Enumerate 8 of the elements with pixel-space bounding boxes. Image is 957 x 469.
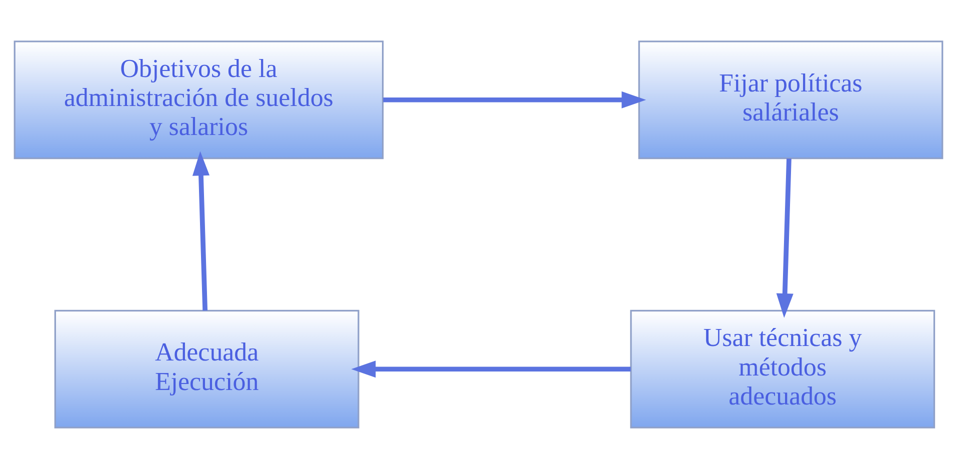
node-box: Objetivos de la administración de sueldos y salarios bbox=[14, 40, 384, 160]
arrow bbox=[776, 158, 794, 318]
node-box: Adecuada Ejecución bbox=[54, 310, 360, 428]
node-box: Usar técnicas y métodos adecuados bbox=[630, 310, 936, 428]
arrow bbox=[351, 360, 631, 378]
arrow bbox=[192, 151, 210, 311]
arrow bbox=[383, 91, 646, 108]
node-box: Fijar políticas saláriales bbox=[638, 40, 944, 160]
